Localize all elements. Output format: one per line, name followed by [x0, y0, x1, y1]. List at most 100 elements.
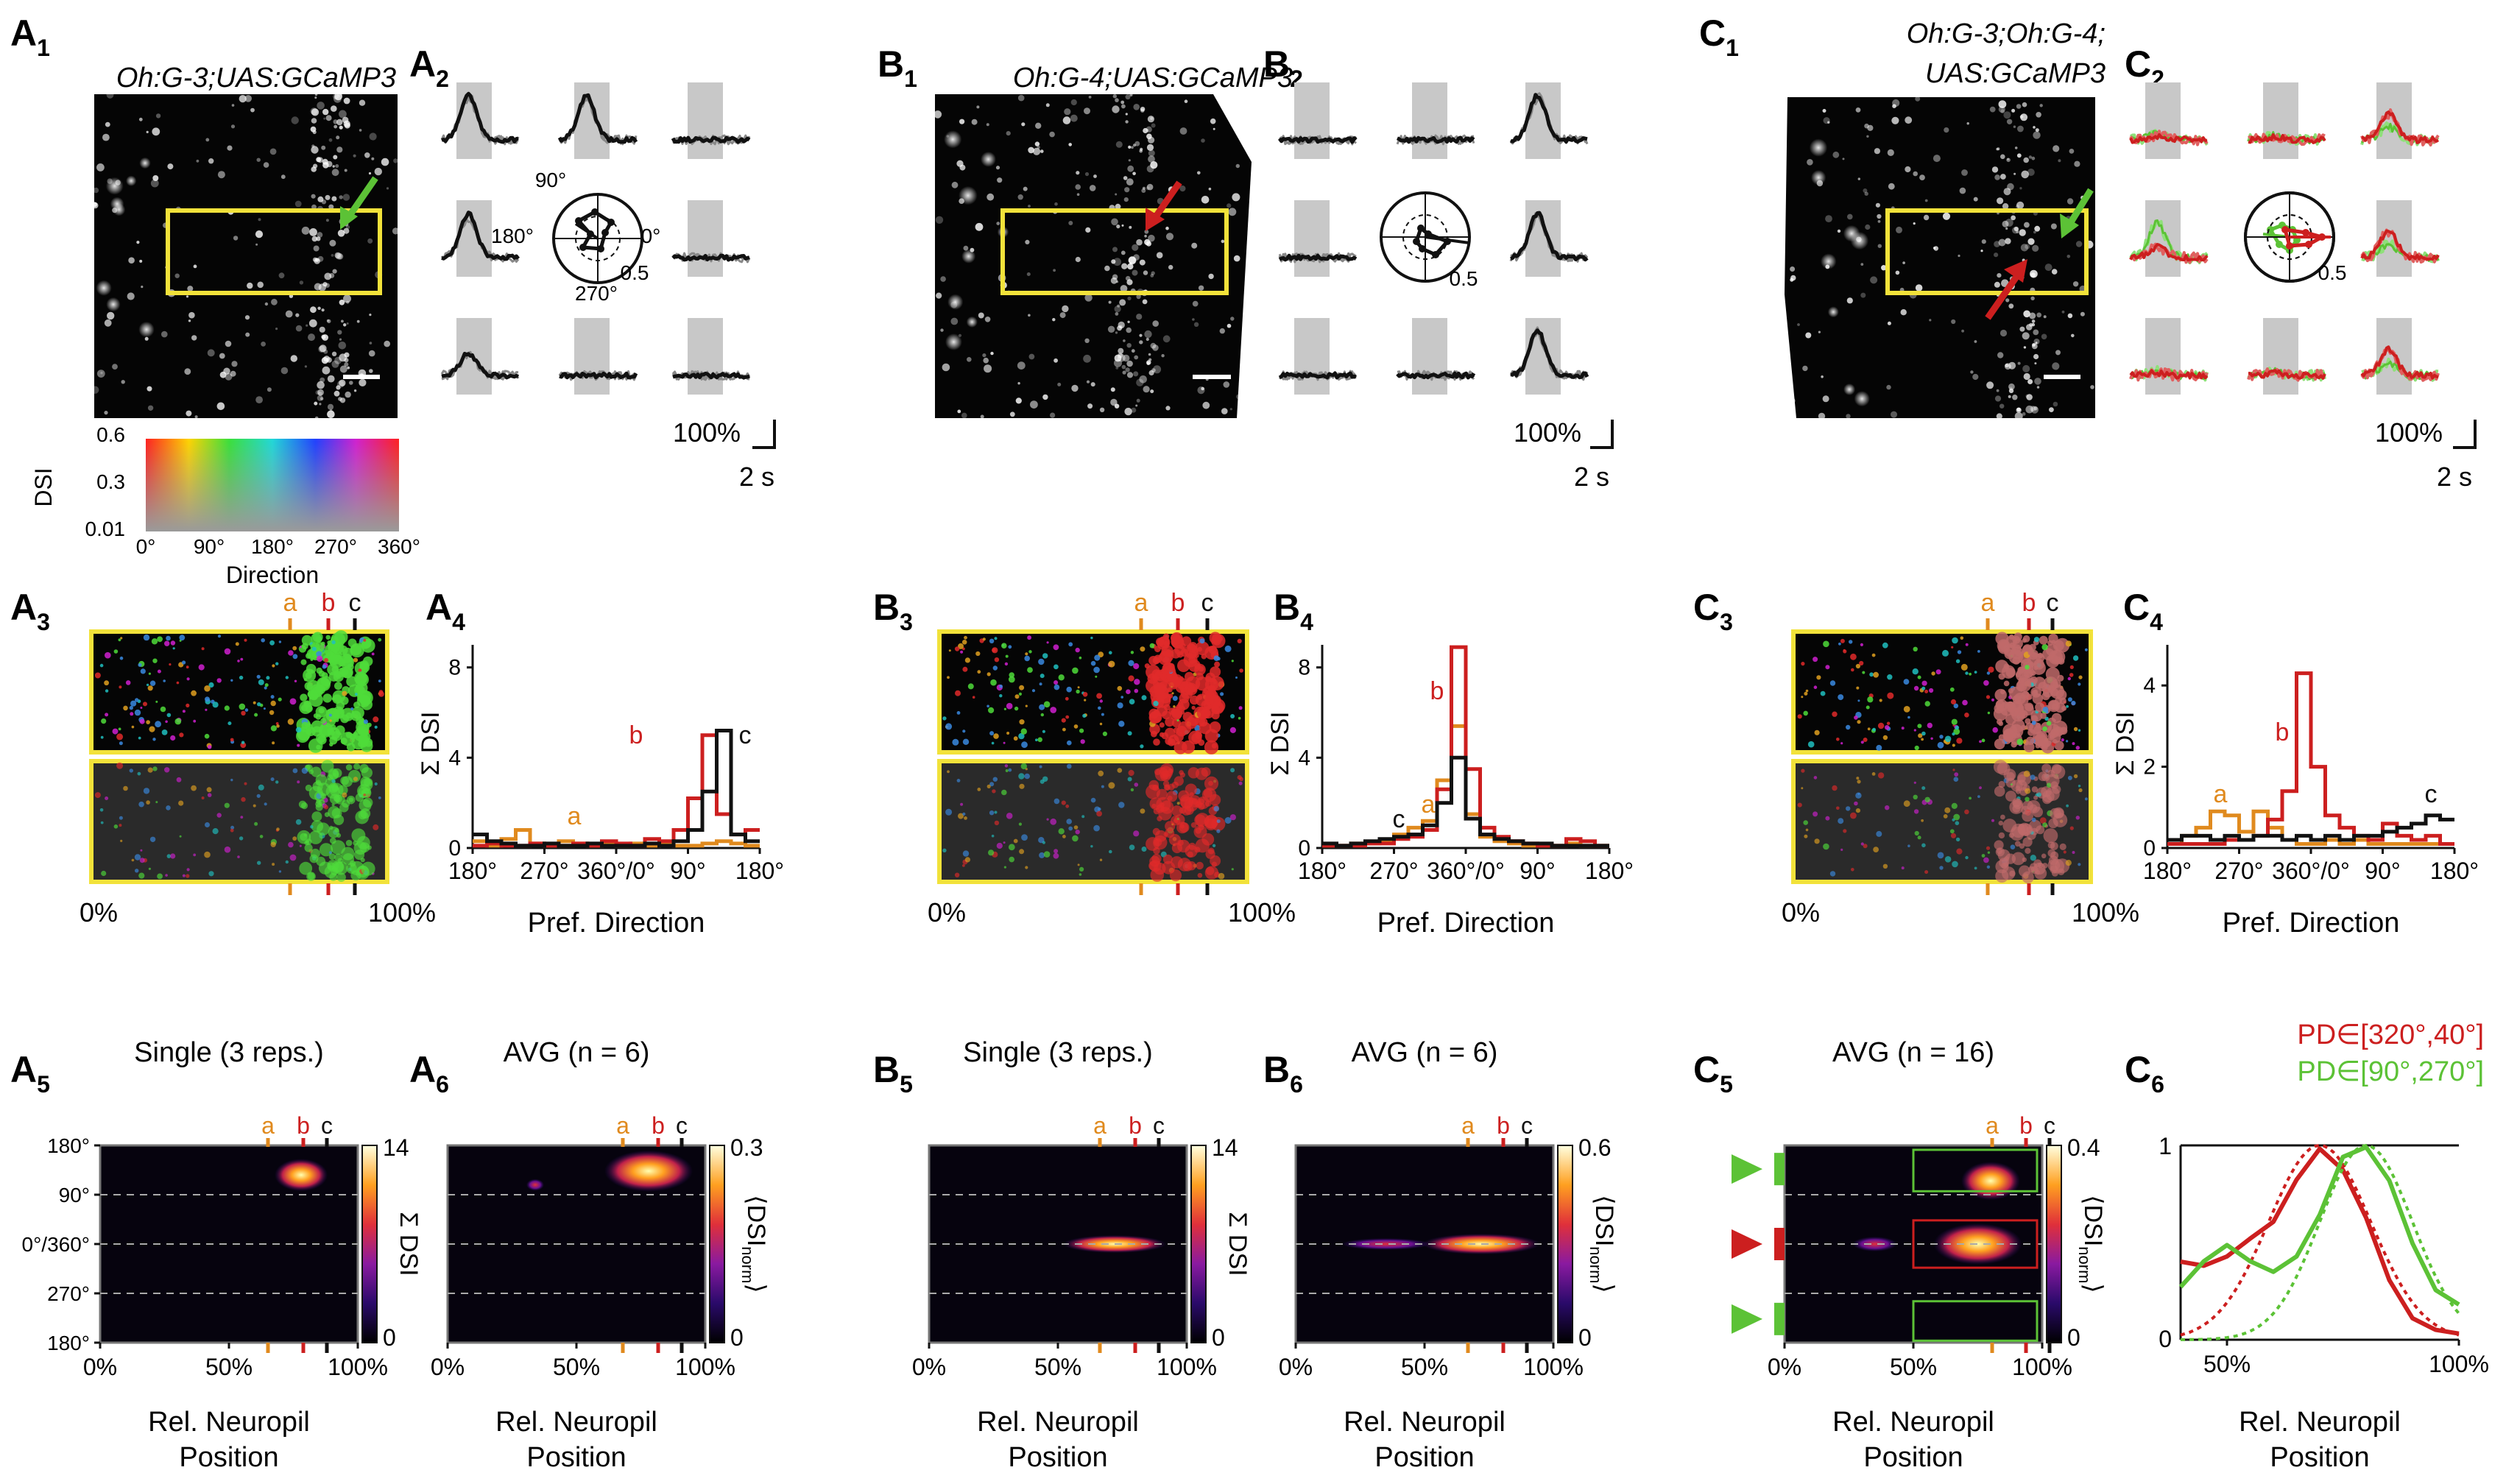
strip-pixel: [975, 651, 981, 657]
strip-pixel: [962, 812, 966, 816]
strip-pixel: [329, 719, 332, 722]
micro-dot: [336, 385, 341, 390]
strip-pixel: [1846, 724, 1851, 730]
strip-pixel: [1238, 706, 1243, 710]
strip-pixel: [1144, 663, 1150, 669]
strip-pixel: [1921, 731, 1926, 736]
strip-pixel: [1053, 664, 1059, 670]
heatmap-title: AVG (n = 16): [1832, 1037, 1994, 1068]
micro-dot: [1139, 375, 1147, 384]
strip-pixel: [135, 869, 139, 873]
micro-dot: [1818, 412, 1826, 420]
response-trace: [2248, 133, 2326, 144]
stimulus-bar: [1525, 82, 1561, 159]
strip-pixel: [1039, 765, 1042, 768]
micro-dot: [338, 397, 342, 401]
strip-pixel: [1846, 806, 1851, 811]
strip-pixel: [1954, 772, 1959, 777]
heatmap-xtick-label: 0%: [912, 1354, 946, 1380]
strip-pixel: [1956, 848, 1963, 855]
color-key-xlabel: Direction: [226, 562, 319, 588]
micro-dot: [1989, 106, 1996, 113]
micro-dot: [1974, 340, 1977, 343]
strip-pixel: [350, 870, 361, 881]
micro-dot: [1025, 239, 1030, 244]
strip-pixel: [990, 679, 997, 686]
strip-pixel: [340, 696, 349, 705]
strip-pixel: [1950, 699, 1957, 705]
strip-pixel: [1913, 781, 1916, 784]
heatmap-marker-b: b: [1129, 1112, 1142, 1139]
micro-dot: [333, 124, 338, 129]
micro-dot: [1923, 214, 1930, 221]
strip-pixel: [2022, 690, 2030, 699]
colorbar-label: ⟨DSInorm⟩: [738, 1195, 770, 1293]
strip-pixel: [292, 768, 298, 774]
strip-pixel: [1182, 712, 1193, 722]
micro-dot: [1891, 116, 1899, 124]
strip-pixel: [1019, 783, 1025, 789]
strip-pixel: [328, 806, 341, 819]
micro-dot: [1115, 193, 1118, 196]
strip-pixel: [1161, 732, 1169, 740]
colorbar-max: 0.3: [730, 1134, 763, 1161]
micro-dot: [326, 319, 330, 322]
strip-pixel: [1019, 685, 1025, 690]
strip-pixel: [2032, 806, 2043, 818]
micro-dot: [1112, 247, 1118, 252]
strip-pixel: [1921, 819, 1924, 822]
strip-pixel: [2010, 844, 2016, 849]
micro-dot: [230, 124, 236, 129]
strip-pixel: [1823, 843, 1829, 850]
micro-dot: [332, 269, 337, 274]
micro-dot: [1198, 285, 1204, 291]
strip-pixel: [306, 728, 312, 735]
strip-pixel: [227, 721, 232, 726]
x-tick-label: 360°/0°: [577, 858, 655, 884]
strip-pixel: [1209, 794, 1221, 806]
strip-pixel: [1998, 832, 2005, 839]
strip-pixel: [1014, 694, 1020, 699]
strip-pixel: [2050, 841, 2058, 850]
strip-pixel: [2038, 738, 2049, 749]
strip-pixel: [301, 767, 308, 774]
strip-pixel: [1130, 651, 1134, 654]
strip-pixel: [1179, 772, 1185, 778]
strip-pixel: [2042, 726, 2048, 732]
strip-pixel: [1008, 844, 1015, 851]
micro-dot: [1123, 176, 1128, 180]
strip-pixel: [2003, 680, 2010, 687]
range-bar: [1774, 1153, 1785, 1186]
strip-pixel: [179, 732, 184, 738]
micro-dot: [318, 283, 326, 292]
strip-pixel: [270, 725, 277, 732]
strip-pixel: [1062, 835, 1066, 838]
response-trace: [2129, 369, 2209, 380]
micro-dot: [996, 222, 1000, 225]
micro-dot: [963, 245, 969, 251]
heatmap-xlabel-1: Rel. Neuropil: [977, 1407, 1139, 1438]
micro-dot: [225, 340, 232, 347]
strip-pixel: [172, 647, 175, 650]
strip-marker-b: b: [1171, 589, 1185, 617]
strip-pixel: [1903, 706, 1910, 713]
strip-pixel: [1944, 856, 1952, 863]
micro-dot: [2041, 333, 2047, 340]
micro-dot: [155, 113, 161, 119]
red-arrowhead-C1: [2004, 259, 2027, 283]
micro-dot: [1998, 100, 2007, 109]
strip-pixel: [1866, 705, 1870, 710]
strip-pixel: [2014, 841, 2021, 847]
strip-pixel: [1965, 643, 1969, 646]
y-tick-label: 2: [2143, 755, 2156, 780]
strip-pixel: [1130, 788, 1134, 792]
strip-pixel: [2069, 665, 2074, 670]
strip-pixel: [1066, 686, 1072, 693]
strip-pixel: [331, 803, 335, 807]
strip-pixel: [193, 719, 197, 723]
strip-pixel: [986, 784, 991, 788]
strip-pixel: [2042, 822, 2048, 828]
strip-pixel: [139, 718, 145, 724]
strip-pixel: [1987, 851, 1991, 854]
